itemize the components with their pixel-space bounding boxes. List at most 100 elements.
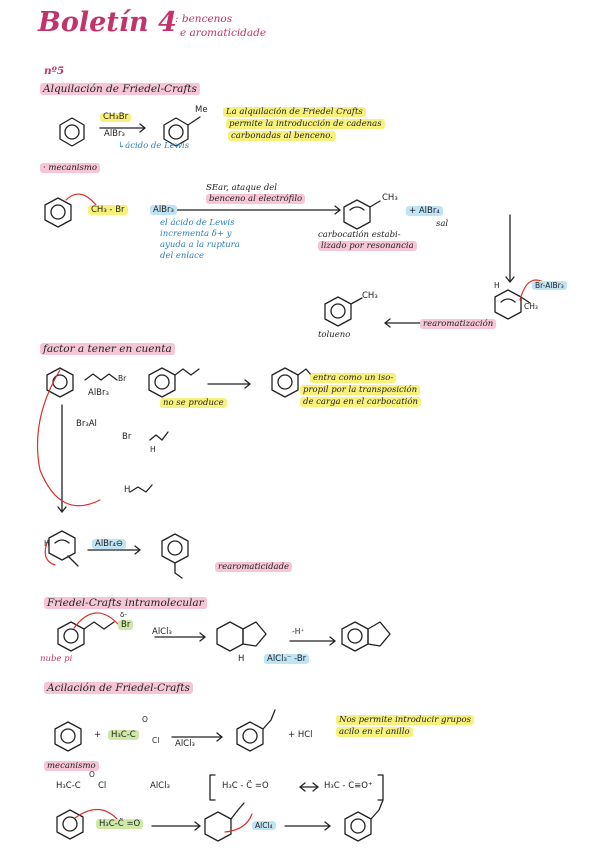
- section-heading-alkylation: Alquilación de Friedel-Crafts: [40, 83, 200, 96]
- section-heading-acylation: Acilación de Friedel-Crafts: [44, 682, 193, 695]
- toluene-ch3: CH₃: [362, 291, 378, 301]
- arrowhead-rearomaticity: [134, 545, 141, 555]
- electron-arrow-3: [36, 369, 101, 507]
- reagent-albr3: AlBr₃: [104, 129, 125, 139]
- lewis-acid-note: ↳ácido de Lewis: [118, 141, 190, 151]
- electron-arrow-1: [65, 193, 97, 206]
- down-arrowhead-mech: [505, 276, 515, 283]
- acetophenone-final: [344, 799, 384, 842]
- sec2-lewis: AlBr₃: [88, 388, 109, 398]
- sigma-h-label: H: [494, 281, 500, 290]
- rearomatization-arrowhead: [384, 318, 391, 328]
- page-title: Boletín 4: [38, 7, 177, 38]
- proton-loss: -H⁺: [292, 627, 305, 636]
- cumene-product: [161, 533, 189, 579]
- isopropyl-note-3: de carga en el carbocatión: [300, 397, 421, 407]
- benzene-methyl-product: [163, 116, 201, 147]
- carbocation-note-1: carbocatión estabi-: [318, 230, 401, 240]
- ch3br-reactant: CH₃ - Br: [88, 205, 128, 215]
- isopropyl-note-1: entra como un iso-: [310, 373, 397, 383]
- arrowhead-sec2: [244, 379, 251, 389]
- electron-arrow-5: [73, 612, 119, 629]
- br-albr3-label: Br-AlBr₃: [532, 281, 567, 290]
- acyl-group: H₃C-C: [108, 730, 139, 740]
- acylation-note-2: acilo en el anillo: [336, 727, 413, 737]
- br-label: Br: [122, 432, 132, 442]
- toluene-label: tolueno: [318, 330, 351, 340]
- bracket-right: [377, 774, 384, 801]
- acylium-ion: H₃C-C̈ =O: [96, 819, 144, 829]
- exercise-number: nº5: [44, 65, 65, 77]
- acyl-chloride-o: O: [89, 770, 95, 779]
- electron-arrow-6: [74, 808, 119, 821]
- sear-note-1: SEar, ataque del: [206, 183, 278, 193]
- subtitle-line-1: : bencenos: [175, 13, 233, 25]
- salt-label: sal: [436, 219, 449, 229]
- mech2-alcl3: AlCl₃: [150, 781, 170, 791]
- sigma-fused-ring: [216, 621, 267, 652]
- plus-sign: +: [94, 730, 102, 740]
- arrowhead-sec3b: [329, 636, 336, 646]
- benzene-ring-sec2: [46, 367, 74, 398]
- acyl-oxygen: O: [142, 715, 148, 724]
- no-product-label: no se produce: [160, 398, 227, 408]
- arrowhead-acylation: [216, 732, 223, 742]
- toluene-ring: [324, 296, 363, 327]
- arrowhead-mech2: [194, 821, 201, 831]
- sigma-acyl-complex: [204, 802, 245, 842]
- reagent-ch3br: CH₃Br: [100, 112, 132, 123]
- resonance-form-b: H₃C - C≡O⁺: [324, 781, 373, 791]
- intramolecular-br: Br: [118, 620, 134, 630]
- alkylation-description-2: permite la introducción de cadenas: [226, 119, 385, 129]
- methyl-label: Me: [195, 105, 208, 115]
- down-arrowhead-sec2: [57, 506, 67, 513]
- electron-arrow-7: [224, 813, 253, 833]
- acyl-chlorine: Cl: [152, 736, 160, 745]
- albr4-anion: AlBr₄⊖: [92, 539, 127, 549]
- propyl-chain: [84, 373, 118, 381]
- section-heading-intramolecular: Friedel-Crafts intramolecular: [44, 597, 207, 610]
- benzene-mech2: [56, 809, 84, 840]
- rearomatization-label: rearomatización: [420, 319, 497, 329]
- sigma-complex-sec2: [48, 530, 79, 567]
- section-heading-factor: factor a tener en cuenta: [40, 343, 175, 356]
- mechanism-arrowhead-1: [334, 205, 341, 215]
- intramolecular-alcl3: AlCl₃: [152, 627, 172, 637]
- acylation-note-1: Nos permite introducir grupos: [336, 715, 474, 725]
- rearomaticity-label: rearomaticidade: [215, 562, 293, 572]
- benzene-acylation: [54, 721, 82, 752]
- propyl-cation-chain: [149, 431, 169, 441]
- carbocation-note-2: lizado por resonancia: [318, 241, 417, 251]
- resonance-form-a: H₃C - C̈ =O: [222, 781, 269, 791]
- arrowhead-mech2b: [324, 821, 331, 831]
- hydrogen-1: H: [150, 445, 156, 454]
- benzene-intramolecular: [57, 621, 115, 652]
- propyl-br: Br: [118, 374, 127, 383]
- bracket-left: [209, 774, 216, 801]
- mechanism2-heading: mecanismo: [44, 761, 99, 771]
- carbocation-ring: [343, 199, 381, 230]
- albr4-byproduct: + AlBr₄: [406, 206, 443, 216]
- subtitle-line-2: e aromaticidade: [180, 27, 267, 39]
- benzene-ring-1: [59, 117, 85, 147]
- intramolecular-h: H: [238, 654, 245, 664]
- sigma-ch3-label: CH₃: [524, 302, 538, 311]
- acyl-chloride-cl: Cl: [98, 781, 107, 791]
- alkylation-description-1: La alquilación de Friedel Crafts: [223, 107, 366, 117]
- reaction-arrowhead-1: [139, 123, 146, 133]
- alcl3-br-byproduct: AlCl₃⁻ -Br: [264, 654, 310, 664]
- isopropyl-note-2: propil por la transposición: [300, 385, 421, 395]
- benzene-crossed: [148, 367, 200, 398]
- delta-minus: δ-: [120, 611, 127, 619]
- resonance-arrowhead-right: [312, 782, 319, 792]
- albr3-lewis: AlBr₃: [150, 205, 177, 215]
- hcl-byproduct: + HCl: [288, 730, 313, 740]
- isopropyl-cation-chain: [129, 484, 153, 493]
- sear-note-2: benceno al electrófilo: [206, 194, 306, 204]
- indane-product: [341, 621, 391, 652]
- pi-cloud-label: nube pi: [40, 654, 73, 664]
- acylation-alcl3: AlCl₃: [175, 739, 195, 749]
- arrowhead-sec3: [199, 632, 206, 642]
